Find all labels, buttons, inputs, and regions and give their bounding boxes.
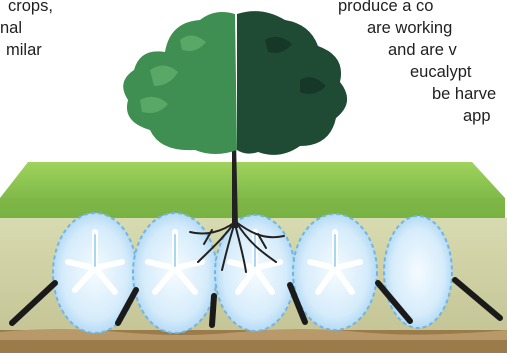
water-bubble-icon — [384, 216, 452, 328]
tree-icon — [123, 11, 347, 155]
drainage-pipe-icon — [212, 296, 214, 325]
